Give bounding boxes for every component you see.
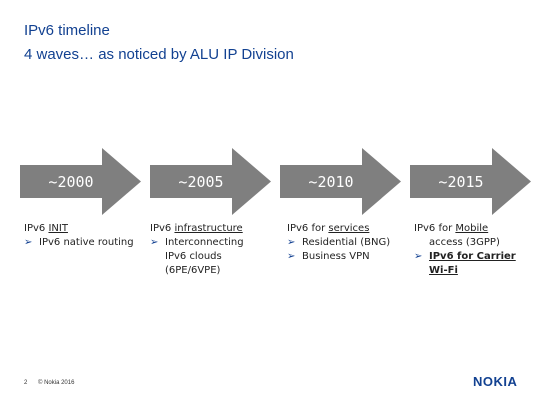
wave-heading-prefix: IPv6 for xyxy=(414,223,456,234)
nokia-logo: NOKIA xyxy=(473,374,518,389)
bullet-text: IPv6 for Carrier xyxy=(429,251,516,262)
bullet-continuation: (6PE/6VPE) xyxy=(165,265,221,276)
bullet-item: ➢ IPv6 for Carrier xyxy=(414,250,516,264)
arrow-bullet-icon: ➢ xyxy=(414,251,423,262)
wave-heading-prefix: IPv6 xyxy=(150,223,175,234)
wave-heading-prefix: IPv6 xyxy=(24,223,49,234)
arrow-shape xyxy=(280,148,401,215)
copyright-text: © Nokia 2016 xyxy=(38,380,75,386)
wave-arrow-2010: ~2010 xyxy=(280,148,401,215)
wave-heading: IPv6 for services xyxy=(287,222,390,236)
wave-heading-prefix: IPv6 for xyxy=(287,223,329,234)
wave-label: ~2015 xyxy=(438,172,484,191)
slide-subtitle: 4 waves… as noticed by ALU IP Division xyxy=(24,46,294,63)
wave-description-2015: IPv6 for Mobile access (3GPP) ➢ IPv6 for … xyxy=(414,222,516,278)
wave-description-2005: IPv6 infrastructure ➢ Interconnecting IPv… xyxy=(150,222,244,278)
bullet-item: ➢ Business VPN xyxy=(287,250,390,264)
wave-heading: IPv6 for Mobile xyxy=(414,222,516,236)
wave-heading-topic: INIT xyxy=(48,223,68,234)
arrow-shape xyxy=(150,148,271,215)
bullet-text: Business VPN xyxy=(302,251,370,262)
bullet-continuation: Wi-Fi xyxy=(429,265,458,276)
wave-heading-topic: infrastructure xyxy=(174,223,243,234)
wave-heading-topic: Mobile xyxy=(455,223,489,234)
bullet-text: IPv6 native routing xyxy=(39,237,134,248)
wave-heading-continuation: access (3GPP) xyxy=(429,237,500,248)
arrow-bullet-icon: ➢ xyxy=(150,237,159,248)
bullet-text: Interconnecting xyxy=(165,237,244,248)
bullet-text: Residential (BNG) xyxy=(302,237,391,248)
wave-arrow-2000: ~2000 xyxy=(20,148,141,215)
arrow-shape xyxy=(20,148,141,215)
arrow-bullet-icon: ➢ xyxy=(287,251,296,262)
wave-description-2000: IPv6 INIT ➢ IPv6 native routing xyxy=(24,222,134,250)
bullet-item: ➢ Residential (BNG) xyxy=(287,236,390,250)
slide-title: IPv6 timeline xyxy=(24,22,110,39)
page-number: 2 xyxy=(24,380,28,386)
bullet-continuation: IPv6 clouds xyxy=(165,251,222,262)
bullet-item: ➢ IPv6 native routing xyxy=(24,236,134,250)
arrow-bullet-icon: ➢ xyxy=(287,237,296,248)
bullet-item: ➢ Interconnecting xyxy=(150,236,244,250)
wave-heading: IPv6 INIT xyxy=(24,222,134,236)
arrow-bullet-icon: ➢ xyxy=(24,237,33,248)
wave-arrow-2015: ~2015 xyxy=(410,148,531,215)
wave-description-2010: IPv6 for services ➢ Residential (BNG) ➢ Bu… xyxy=(287,222,390,264)
wave-heading-topic: services xyxy=(328,223,370,234)
wave-label: ~2010 xyxy=(308,172,354,191)
wave-heading: IPv6 infrastructure xyxy=(150,222,244,236)
wave-label: ~2005 xyxy=(178,172,224,191)
wave-label: ~2000 xyxy=(48,172,94,191)
wave-arrow-2005: ~2005 xyxy=(150,148,271,215)
arrow-shape xyxy=(410,148,531,215)
